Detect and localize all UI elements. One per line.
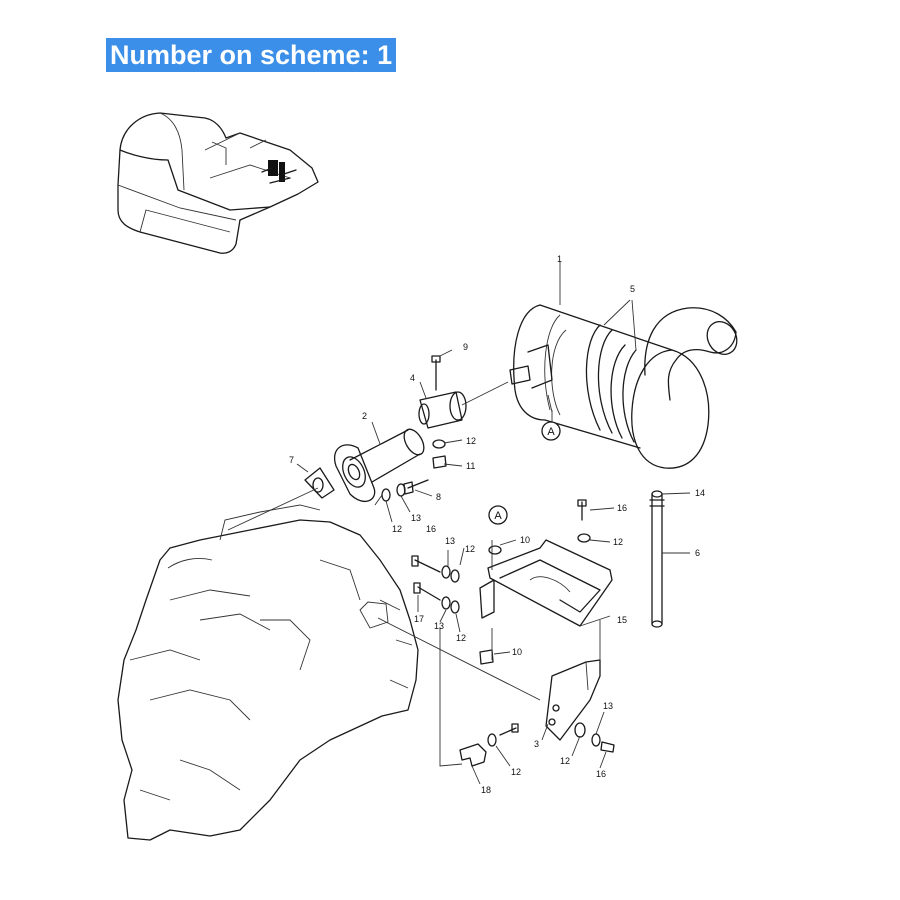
part-label: 13 <box>434 621 444 631</box>
part-label: 16 <box>596 769 606 779</box>
part-label: 10 <box>512 647 522 657</box>
part-label: 7 <box>289 455 294 465</box>
part-label: 12 <box>465 544 475 554</box>
part-label: 12 <box>511 767 521 777</box>
leader-lines <box>227 262 691 785</box>
muffler <box>509 304 738 469</box>
part-label: 13 <box>603 701 613 711</box>
hardware <box>381 439 615 753</box>
part-label: 4 <box>410 373 415 383</box>
bracket-lower <box>545 659 601 741</box>
part-label: 6 <box>695 548 700 558</box>
svg-text:A: A <box>547 426 555 438</box>
tail-pipe <box>649 490 665 628</box>
part-label: 5 <box>630 284 635 294</box>
part-label: 10 <box>520 535 530 545</box>
part-label: 12 <box>613 537 623 547</box>
bracket-upper <box>479 539 613 627</box>
reference-mark-a-upper: A <box>541 421 561 441</box>
part-label: 11 <box>466 461 475 471</box>
scheme-number-prefix: Number on scheme: <box>110 40 370 70</box>
engine-outline <box>117 504 419 841</box>
part-label: 15 <box>617 615 627 625</box>
part-label: 9 <box>463 342 468 352</box>
part-label: 14 <box>695 488 705 498</box>
part-label: 16 <box>426 524 436 534</box>
part-label: 1 <box>557 254 562 264</box>
part-label: 17 <box>414 614 424 624</box>
part-label: 13 <box>445 536 455 546</box>
clamp <box>418 355 509 429</box>
scheme-number-banner: Number on scheme: 1 <box>106 38 397 72</box>
part-label: 16 <box>617 503 627 513</box>
exhaust-pipe <box>333 428 425 503</box>
strap <box>459 743 487 767</box>
part-label: 3 <box>534 739 539 749</box>
part-label: 8 <box>436 492 441 502</box>
part-label: 13 <box>411 513 421 523</box>
gasket <box>304 467 335 499</box>
part-label: 12 <box>560 756 570 766</box>
machine-locator-thumbnail <box>117 112 319 254</box>
scheme-number-value: 1 <box>377 40 393 70</box>
reference-mark-a-lower: A <box>488 505 508 525</box>
part-label: 12 <box>392 524 402 534</box>
part-label: 2 <box>362 411 367 421</box>
svg-text:A: A <box>494 510 502 522</box>
part-label: 12 <box>456 633 466 643</box>
part-label: 18 <box>481 785 491 795</box>
part-labels: 1 5 9 4 2 12 11 7 8 12 13 14 6 16 12 10 … <box>289 254 705 795</box>
part-label: 12 <box>466 436 476 446</box>
